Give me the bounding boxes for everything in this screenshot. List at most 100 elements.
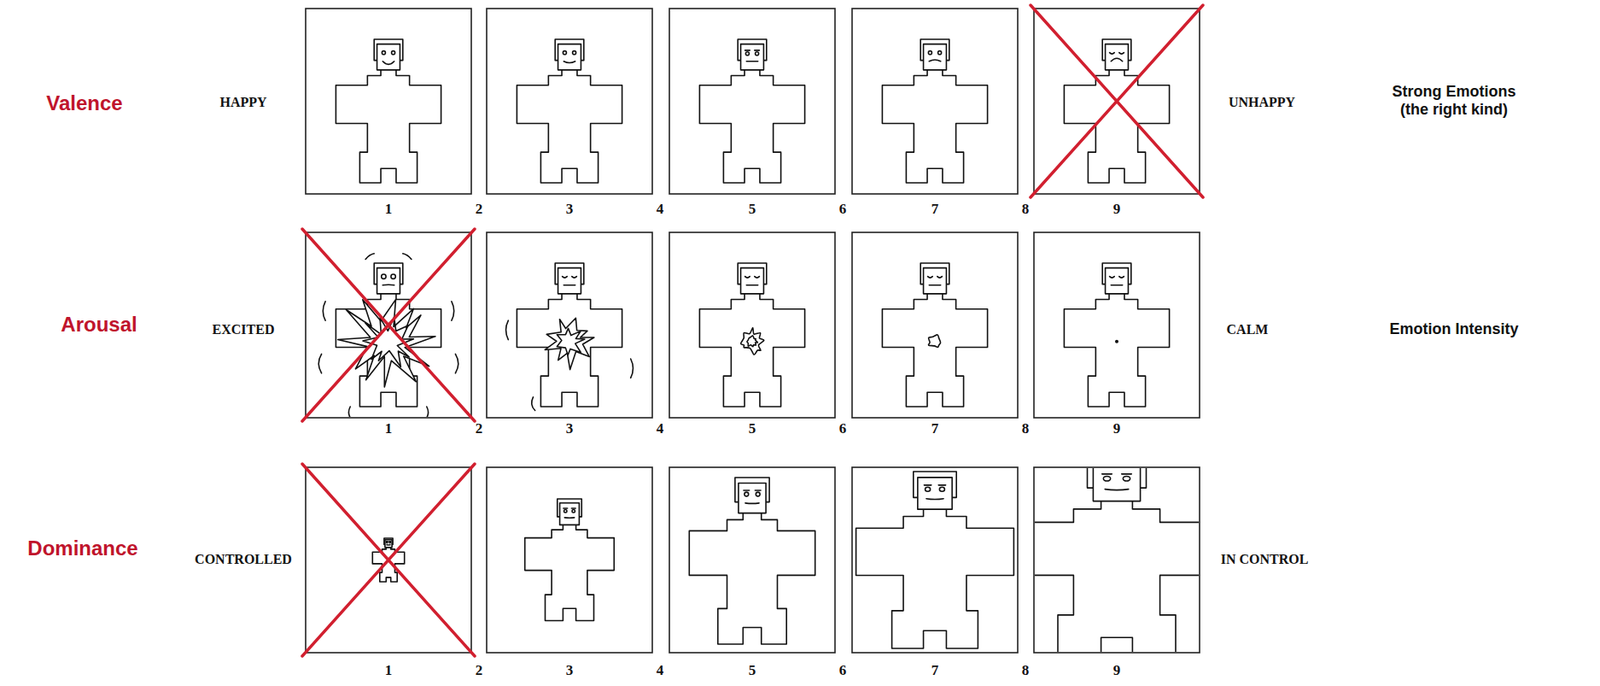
manikin xyxy=(699,262,805,407)
manikin xyxy=(516,39,622,183)
red-cross xyxy=(1030,5,1203,198)
manikin-eye xyxy=(391,274,396,279)
manikin-clip-group xyxy=(699,39,805,183)
scale-number: 9 xyxy=(1113,200,1122,218)
manikin xyxy=(881,262,987,407)
scale-number: 7 xyxy=(931,200,940,218)
manikin-body xyxy=(335,68,441,183)
manikin-eyelid xyxy=(571,507,576,509)
manikin-mouth xyxy=(745,502,760,504)
box-frame xyxy=(486,8,653,194)
manikin xyxy=(689,477,815,644)
manikin-eye xyxy=(1109,52,1116,54)
manikin-mouth xyxy=(746,284,758,287)
manikin-eye xyxy=(1122,475,1130,481)
manikin-eyelid xyxy=(754,489,761,491)
manikin-eye xyxy=(562,51,567,55)
manikin-eye xyxy=(562,276,568,278)
red-cross-line xyxy=(1030,5,1203,198)
scale-anchor-right: CALM xyxy=(1226,321,1269,338)
manikin-eye xyxy=(745,276,751,278)
manikin-mouth xyxy=(382,283,394,286)
manikin-eye xyxy=(754,276,760,278)
scale-number: 5 xyxy=(748,661,757,679)
manikin-body xyxy=(881,68,987,183)
scale-number: 4 xyxy=(656,661,665,679)
manikin-eye xyxy=(1103,475,1110,481)
manikin-box xyxy=(305,8,472,194)
manikin-eye xyxy=(937,276,943,278)
arousal-dot xyxy=(1115,339,1119,344)
scale-number: 3 xyxy=(566,200,574,218)
manikin-body xyxy=(372,546,404,582)
manikin-eye xyxy=(391,51,396,55)
manikin-mouth xyxy=(746,60,758,63)
manikin-eyelid xyxy=(923,484,931,486)
manikin-eye xyxy=(744,491,749,497)
vibration-mark xyxy=(348,406,352,417)
scale-number: 2 xyxy=(475,420,484,438)
scale-number: 2 xyxy=(475,200,484,218)
box-frame xyxy=(669,232,836,418)
manikin-face xyxy=(1105,44,1129,71)
scale-anchor-left: CONTROLLED xyxy=(194,551,292,567)
manikin-body xyxy=(516,291,622,407)
red-cross-line xyxy=(302,463,475,656)
scale-number: 1 xyxy=(385,661,393,679)
manikin-eye xyxy=(381,51,386,55)
manikin xyxy=(856,471,1015,649)
manikin-body xyxy=(856,506,1015,649)
manikin-clip-group xyxy=(1063,262,1169,407)
manikin-clip-group xyxy=(318,253,459,417)
manikin-box xyxy=(669,467,836,653)
scale-number: 9 xyxy=(1113,661,1122,679)
box-frame xyxy=(852,467,1018,653)
manikin-eye xyxy=(381,274,386,279)
manikin-face xyxy=(1092,467,1140,502)
manikin-eyelid xyxy=(563,507,568,509)
manikin-face xyxy=(558,44,582,71)
manikin xyxy=(506,262,634,410)
arousal-blob-inner xyxy=(747,335,759,347)
vibration-mark xyxy=(451,301,455,321)
scale-number: 6 xyxy=(839,661,847,679)
manikin-clip-group xyxy=(699,262,805,407)
manikin-eye xyxy=(938,51,942,55)
manikin xyxy=(318,253,459,417)
box-frame xyxy=(669,467,836,653)
vibration-mark xyxy=(531,397,536,411)
scale-number: 7 xyxy=(931,661,940,679)
manikin xyxy=(1063,262,1169,407)
manikin-face xyxy=(1105,268,1129,294)
manikin-eye xyxy=(389,541,391,543)
manikin-eye xyxy=(1109,276,1116,278)
scale-number: 2 xyxy=(475,661,484,679)
manikin-box xyxy=(852,467,1018,653)
scale-number: 1 xyxy=(385,200,393,218)
manikin-eye xyxy=(755,52,760,56)
manikin-mouth xyxy=(928,59,941,62)
manikin-body xyxy=(699,68,805,183)
manikin-eye xyxy=(572,276,578,278)
manikin-face xyxy=(923,268,947,294)
manikin-box xyxy=(486,467,653,653)
manikin-eye xyxy=(572,51,577,55)
dimension-title: Dominance xyxy=(27,536,138,561)
manikin-face xyxy=(377,44,401,71)
manikin-eye xyxy=(939,486,945,491)
manikin-mouth xyxy=(928,284,941,287)
box-frame xyxy=(486,232,653,418)
manikin-eyelid xyxy=(1121,472,1133,475)
scale-number: 1 xyxy=(385,420,393,438)
manikin-eye xyxy=(572,509,575,513)
manikin-clip-group xyxy=(525,498,615,621)
scale-number: 3 xyxy=(566,661,574,679)
manikin-eyelid xyxy=(938,484,946,486)
manikin-eye xyxy=(928,276,934,278)
manikin-face xyxy=(738,483,766,514)
manikin-box xyxy=(1033,232,1200,418)
manikin xyxy=(335,39,441,183)
manikin-clip-group xyxy=(881,39,987,183)
manikin-box xyxy=(669,232,836,418)
